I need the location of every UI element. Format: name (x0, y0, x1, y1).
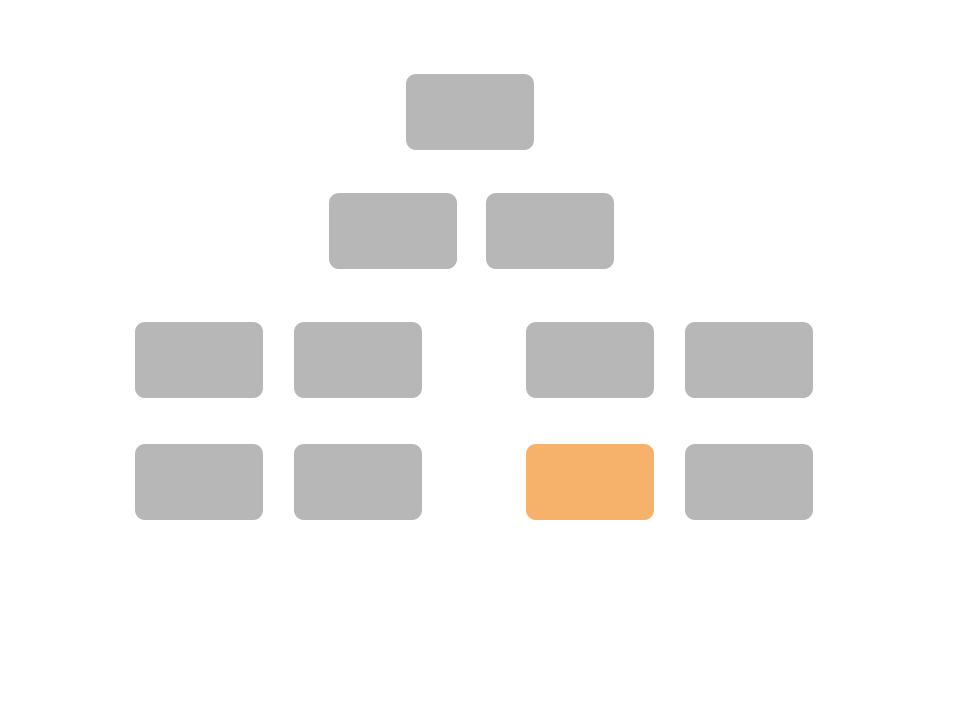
node-level3-1 (135, 444, 263, 520)
node-level3-2 (294, 444, 422, 520)
node-level2-2 (294, 322, 422, 398)
node-level1-right (486, 193, 614, 269)
node-level3-4 (685, 444, 813, 520)
node-level3-3-highlighted (526, 444, 654, 520)
node-root (406, 74, 534, 150)
node-level2-4 (685, 322, 813, 398)
node-level1-left (329, 193, 457, 269)
node-level2-1 (135, 322, 263, 398)
node-level2-3 (526, 322, 654, 398)
